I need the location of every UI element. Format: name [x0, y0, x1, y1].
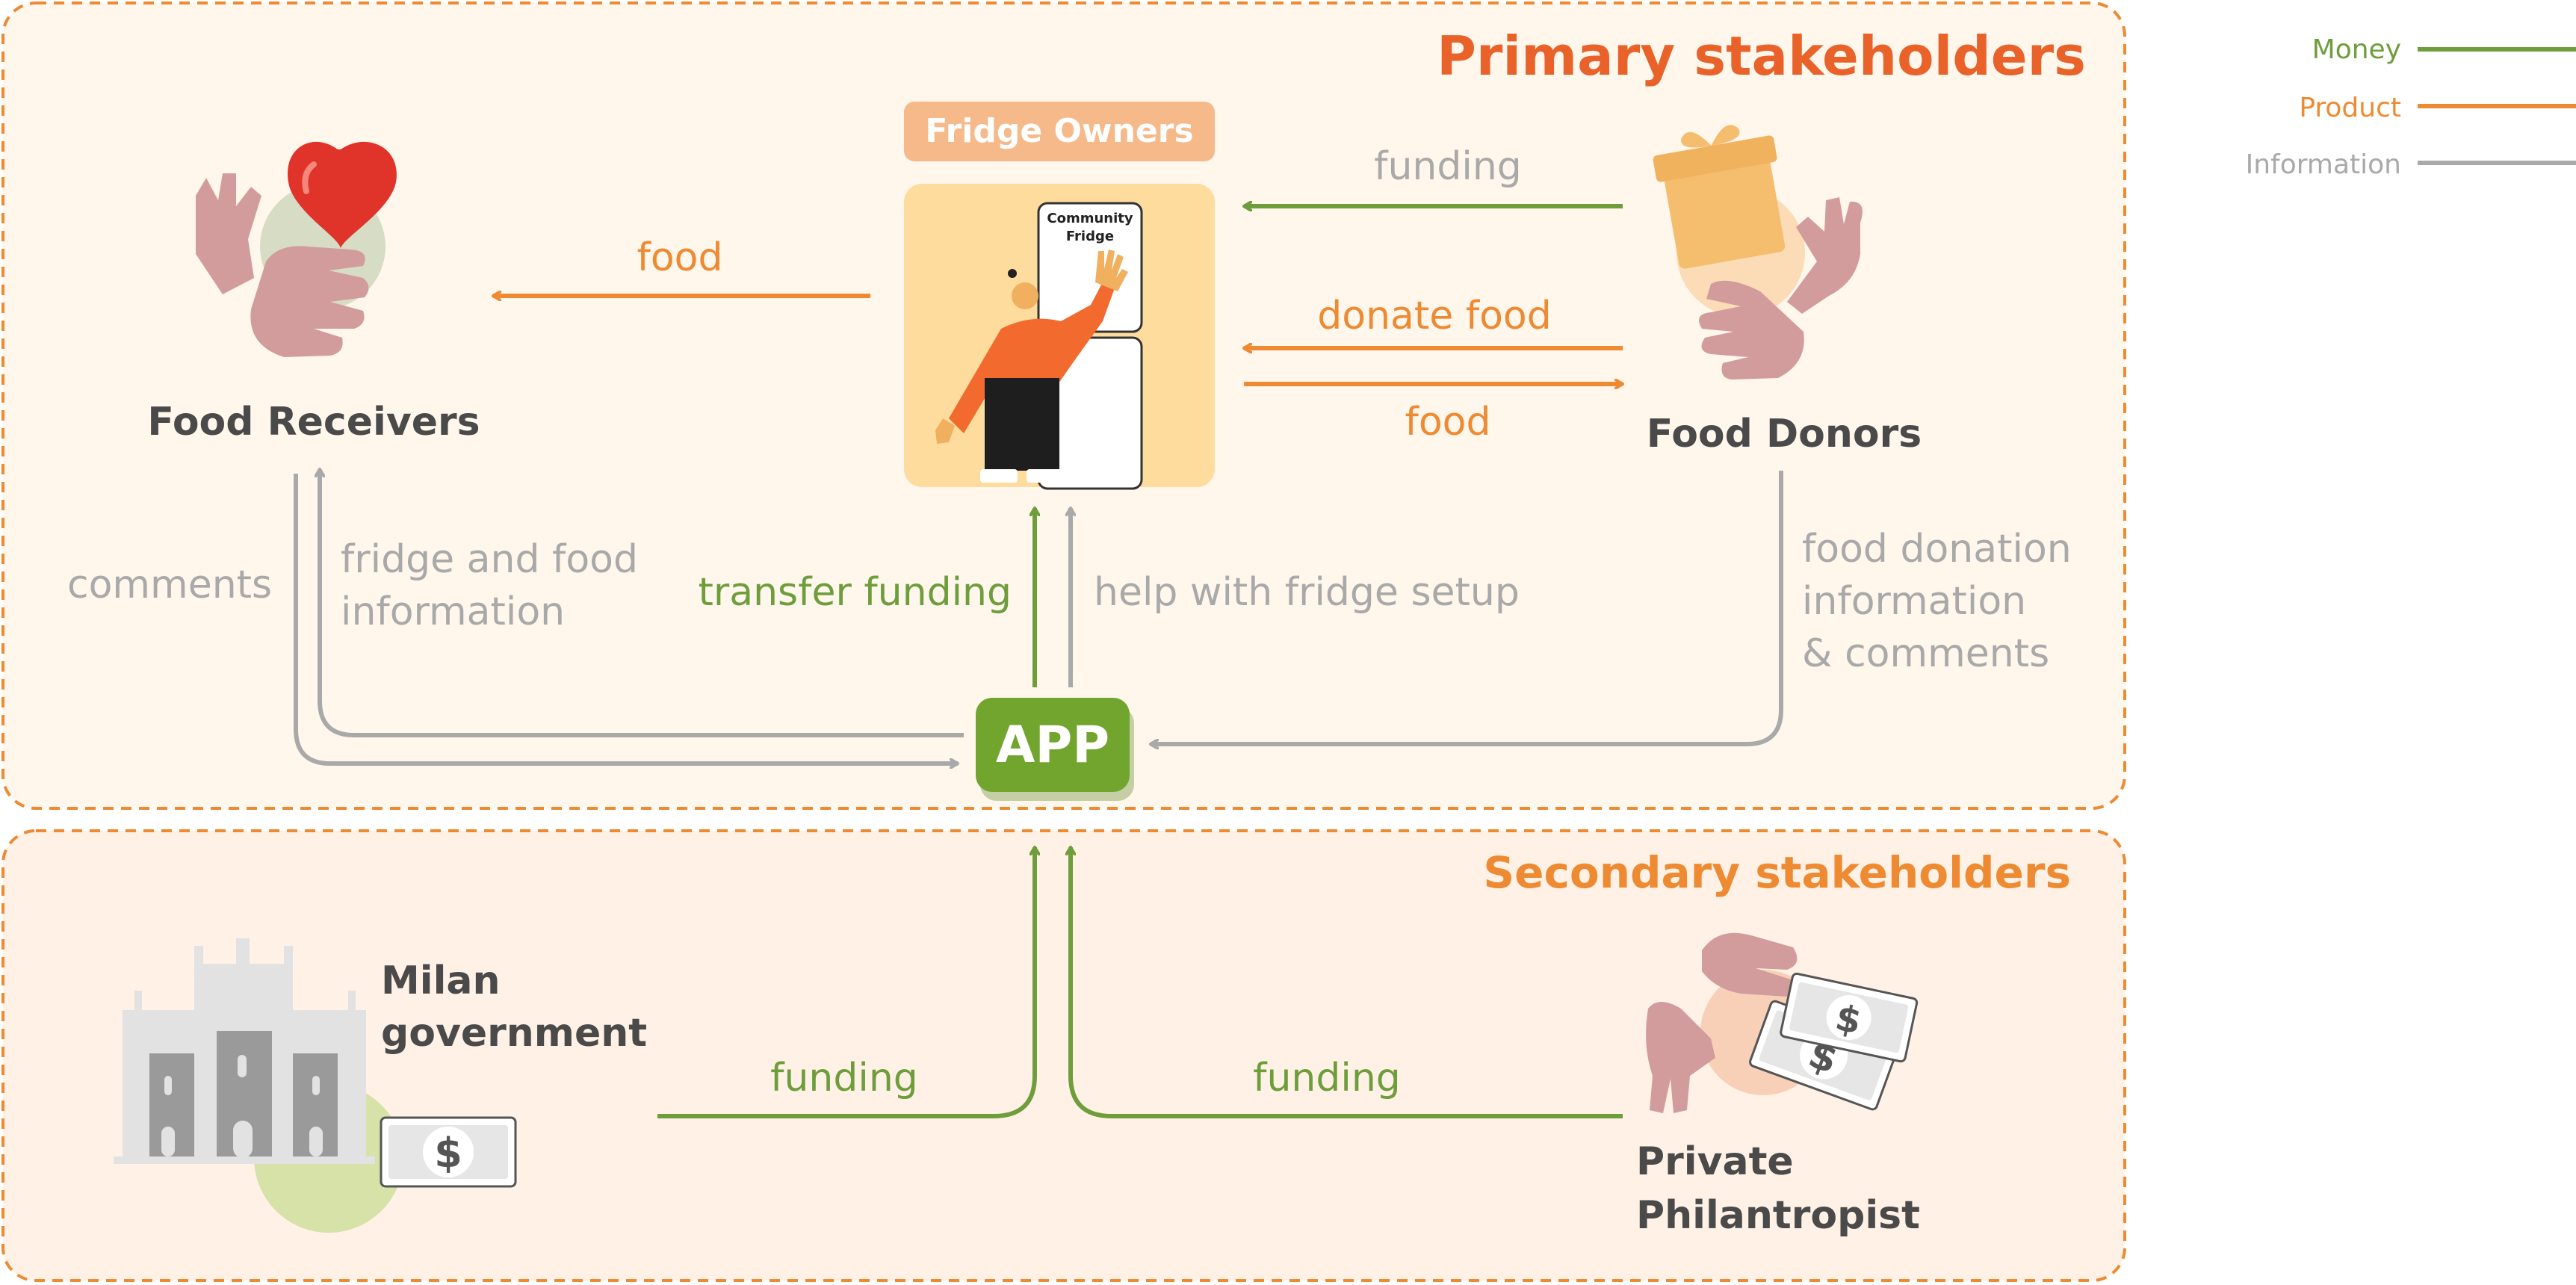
private-philantropist-node: $ $ Private Philantropist [1636, 932, 1920, 1238]
heart-hands-icon [196, 141, 397, 357]
legend-information-label: Information [2246, 149, 2401, 180]
gift-hands-icon [1653, 125, 1863, 380]
milan-government-node: $ Milan government [114, 938, 647, 1233]
flow-label-donation-info-line3: & comments [1802, 631, 2049, 676]
flow-label-fridge-info-line2: information [341, 589, 565, 634]
fridge-owners-title: Fridge Owners [925, 112, 1193, 150]
arrow-government-funding [657, 847, 1035, 1118]
flow-label-transfer-funding: transfer funding [698, 570, 1012, 615]
app-label: APP [996, 716, 1109, 775]
legend-product-label: Product [2299, 93, 2401, 123]
flow-label-owners-to-receivers: food [637, 235, 723, 280]
private-philantropist-title-line1: Private [1636, 1139, 1794, 1184]
food-donors-title: Food Donors [1647, 412, 1922, 456]
milan-government-title-line1: Milan [381, 959, 501, 1003]
flow-label-government-funding: funding [770, 1056, 918, 1100]
milan-government-title-line2: government [381, 1011, 647, 1056]
flow-label-fridge-setup: help with fridge setup [1094, 570, 1520, 615]
legend: Money Product Information [2246, 34, 2576, 180]
fridge-owners-node: Fridge Owners Community Fridge [904, 102, 1215, 490]
legend-money-label: Money [2312, 34, 2401, 65]
food-receivers-title: Food Receivers [147, 400, 480, 445]
flow-label-comments: comments [67, 563, 272, 607]
primary-section-title: Primary stakeholders [1437, 25, 2086, 87]
arrow-app-to-receivers [320, 469, 964, 737]
fridge-sign-line2: Fridge [1066, 229, 1114, 244]
dollar-bill-icon: $ [380, 1116, 517, 1188]
flow-label-donation-info-line2: information [1802, 579, 2026, 624]
secondary-section-title: Secondary stakeholders [1483, 847, 2071, 898]
arrow-donors-to-app [1151, 471, 1783, 744]
cathedral-icon [114, 938, 403, 1233]
community-fridge-illustration: Community Fridge [904, 184, 1215, 490]
flow-label-philantropist-funding: funding [1253, 1056, 1401, 1100]
flow-label-food-to-donors: food [1405, 400, 1491, 445]
svg-text:$: $ [434, 1130, 462, 1177]
money-hands-icon: $ $ [1646, 932, 1919, 1113]
flow-label-donation-info-line1: food donation [1802, 527, 2072, 572]
app-node[interactable]: APP [976, 698, 1134, 801]
arrow-receivers-comments [294, 474, 958, 764]
arrow-philantropist-funding [1071, 847, 1623, 1118]
flow-label-donate-food: donate food [1317, 294, 1552, 338]
food-receivers-node: Food Receivers [147, 141, 480, 445]
secondary-section [1, 829, 2126, 1282]
food-donors-node: Food Donors [1647, 125, 1922, 456]
dollar-bill-icon: $ [1780, 972, 1919, 1063]
fridge-sign-line1: Community [1047, 211, 1133, 226]
flow-label-donors-funding: funding [1374, 144, 1522, 189]
flow-label-fridge-info-line1: fridge and food [341, 537, 638, 582]
fridge-owners-badge [904, 102, 1215, 161]
private-philantropist-title-line2: Philantropist [1636, 1193, 1920, 1238]
